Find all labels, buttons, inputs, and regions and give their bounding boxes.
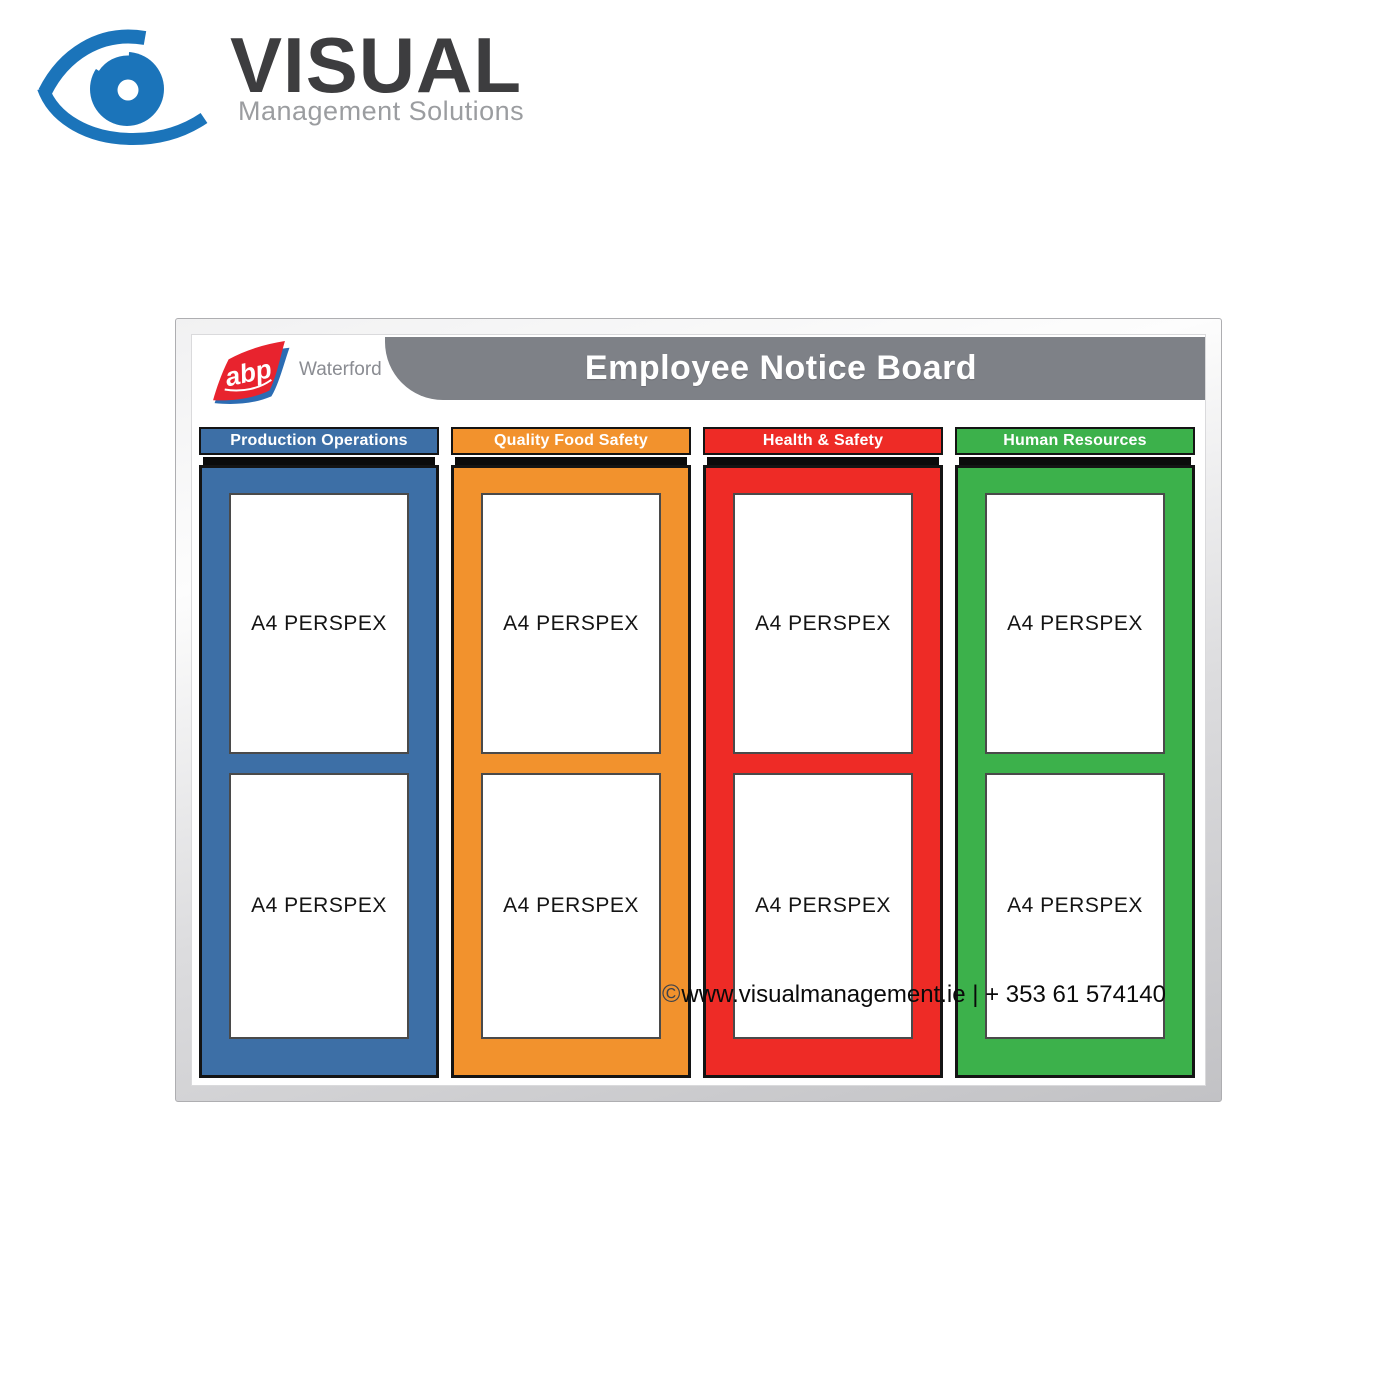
a4-perspex-pocket: A4 PERSPEX bbox=[481, 493, 661, 754]
column-rail bbox=[707, 457, 939, 465]
column-body: A4 PERSPEX A4 PERSPEX bbox=[955, 465, 1195, 1078]
a4-perspex-pocket: A4 PERSPEX bbox=[985, 773, 1165, 1039]
column-rail bbox=[203, 457, 435, 465]
column-rail bbox=[455, 457, 687, 465]
notice-board-frame: Employee Notice Board abp Waterford Prod… bbox=[175, 318, 1222, 1102]
column-title: Health & Safety bbox=[762, 432, 884, 449]
a4-perspex-pocket: A4 PERSPEX bbox=[229, 773, 409, 1039]
eye-icon bbox=[37, 29, 208, 146]
column-title: Production Operations bbox=[230, 432, 408, 449]
a4-perspex-pocket: A4 PERSPEX bbox=[985, 493, 1165, 754]
column-header: Health & Safety bbox=[703, 427, 943, 455]
brand-wordmark: VISUAL bbox=[230, 21, 523, 109]
column-body: A4 PERSPEX A4 PERSPEX bbox=[703, 465, 943, 1078]
column-rail bbox=[959, 457, 1191, 465]
column-human-resources: Human Resources A4 PERSPEX A4 PERSPEX bbox=[955, 427, 1195, 1078]
column-quality-food-safety: Quality Food Safety A4 PERSPEX A4 PERSPE… bbox=[451, 427, 691, 1078]
column-body: A4 PERSPEX A4 PERSPEX bbox=[451, 465, 691, 1078]
column-health-safety: Health & Safety A4 PERSPEX A4 PERSPEX bbox=[703, 427, 943, 1078]
notice-board-surface: Employee Notice Board abp Waterford Prod… bbox=[191, 334, 1206, 1086]
column-header: Production Operations bbox=[199, 427, 439, 455]
column-body: A4 PERSPEX A4 PERSPEX bbox=[199, 465, 439, 1078]
copyright-icon: © bbox=[662, 980, 681, 1008]
a4-perspex-pocket: A4 PERSPEX bbox=[733, 773, 913, 1039]
column-title: Quality Food Safety bbox=[493, 432, 649, 449]
column-header: Quality Food Safety bbox=[451, 427, 691, 455]
column-production-operations: Production Operations A4 PERSPEX A4 PERS… bbox=[199, 427, 439, 1078]
site-label: Waterford bbox=[299, 359, 382, 380]
a4-perspex-pocket: A4 PERSPEX bbox=[229, 493, 409, 754]
column-header: Human Resources bbox=[955, 427, 1195, 455]
brand-tagline: Management Solutions bbox=[238, 96, 525, 126]
watermark: ©www.visualmanagement.ie | + 353 61 5741… bbox=[662, 980, 1166, 1009]
column-title: Human Resources bbox=[1003, 432, 1147, 449]
a4-perspex-pocket: A4 PERSPEX bbox=[481, 773, 661, 1039]
visual-management-logo: VISUAL Management Solutions bbox=[0, 0, 600, 170]
abp-logo-icon: abp bbox=[213, 340, 290, 407]
board-header-band: Employee Notice Board bbox=[385, 337, 1205, 400]
board-title: Employee Notice Board bbox=[584, 349, 978, 387]
a4-perspex-pocket: A4 PERSPEX bbox=[733, 493, 913, 754]
watermark-text: www.visualmanagement.ie | + 353 61 57414… bbox=[681, 981, 1166, 1008]
